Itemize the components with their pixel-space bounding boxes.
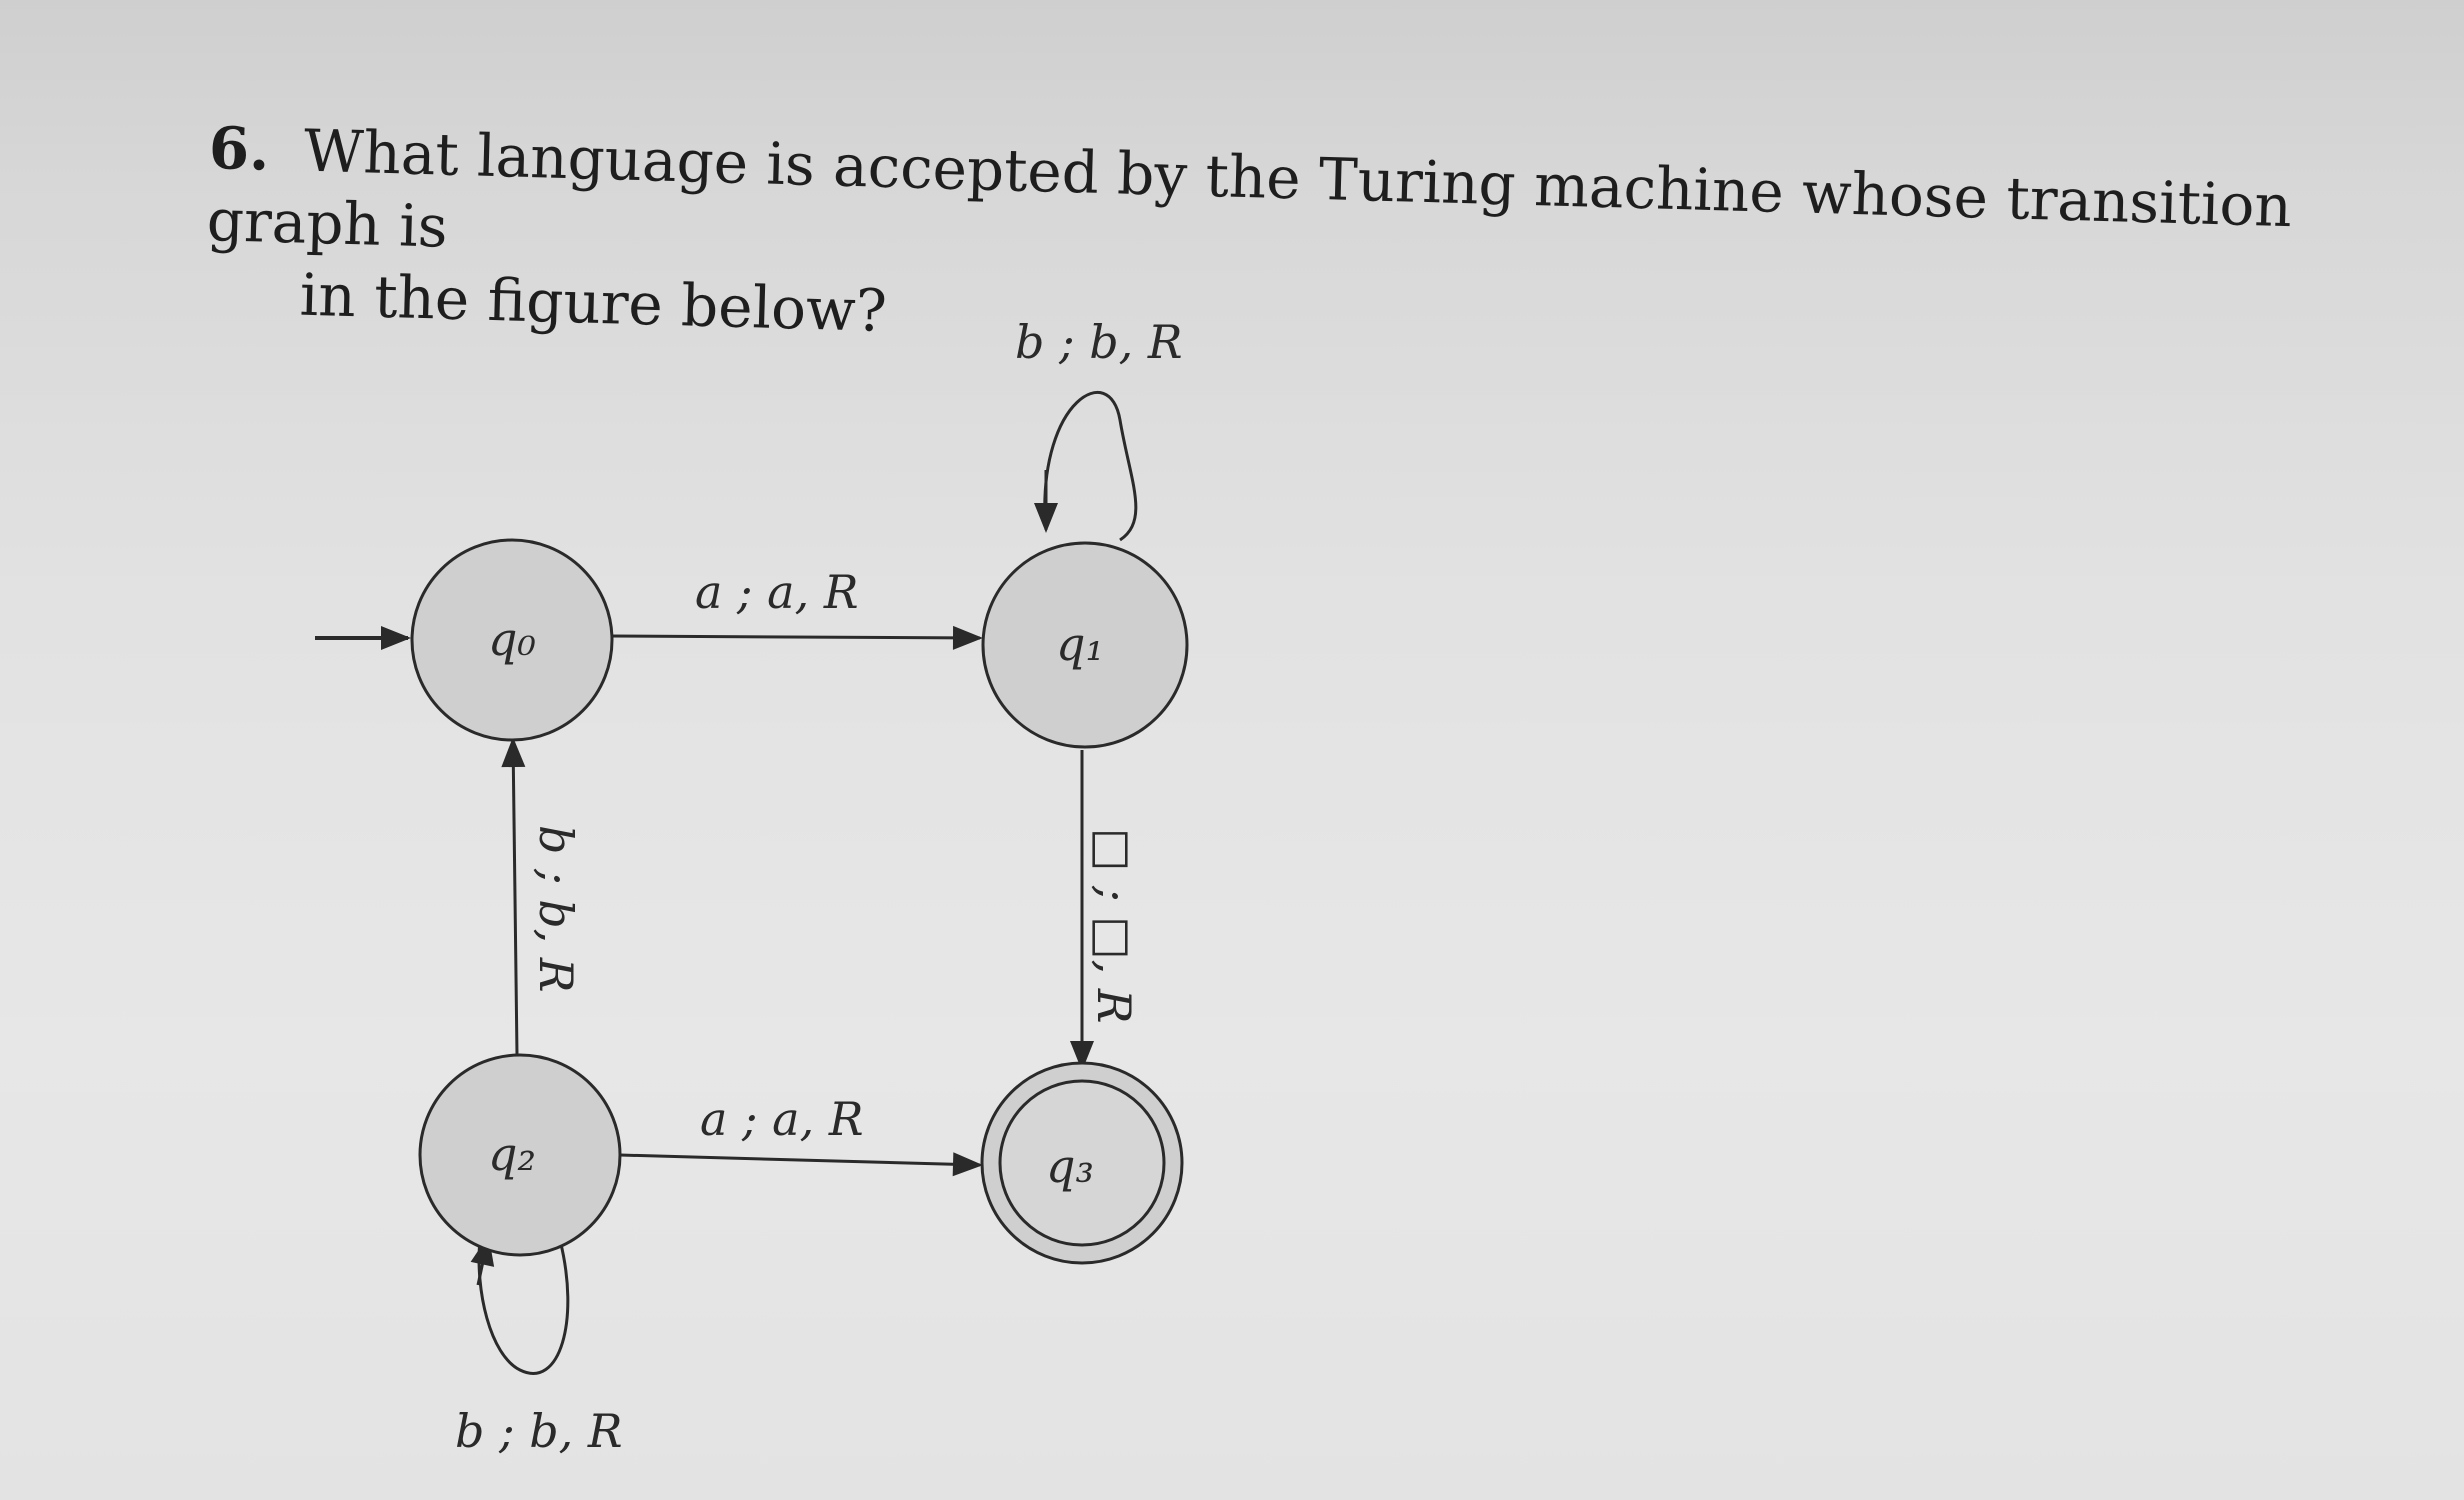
- edge-label-q2-q3: a ; a, R: [700, 1092, 863, 1146]
- state-label-q0: q₀: [488, 612, 536, 666]
- edge-q1-loop: [1043, 391, 1138, 542]
- edge-q2-q3: [619, 1152, 983, 1177]
- state-label-q1: q₁: [1056, 617, 1104, 671]
- state-q0: q₀: [410, 538, 614, 742]
- state-q1: q₁: [981, 541, 1189, 749]
- edge-q2-q0: [501, 737, 526, 1056]
- edge-q2-loop: [477, 1239, 570, 1375]
- state-label-q2: q₂: [488, 1127, 536, 1181]
- state-label-q3: q₃: [1046, 1139, 1094, 1193]
- edge-label-q1-loop: b ; b, R: [1015, 315, 1183, 369]
- edge-label-q2-q0: b ; b, R: [529, 825, 583, 993]
- edge-label-q0-q1: a ; a, R: [695, 565, 858, 619]
- edge-q0-q1: [609, 625, 983, 650]
- edge-label-q2-loop: b ; b, R: [455, 1404, 623, 1458]
- state-q2: q₂: [418, 1053, 622, 1257]
- state-q3: q₃: [980, 1061, 1184, 1265]
- edge-label-q1-q3: □ ; □, R: [1087, 828, 1141, 1024]
